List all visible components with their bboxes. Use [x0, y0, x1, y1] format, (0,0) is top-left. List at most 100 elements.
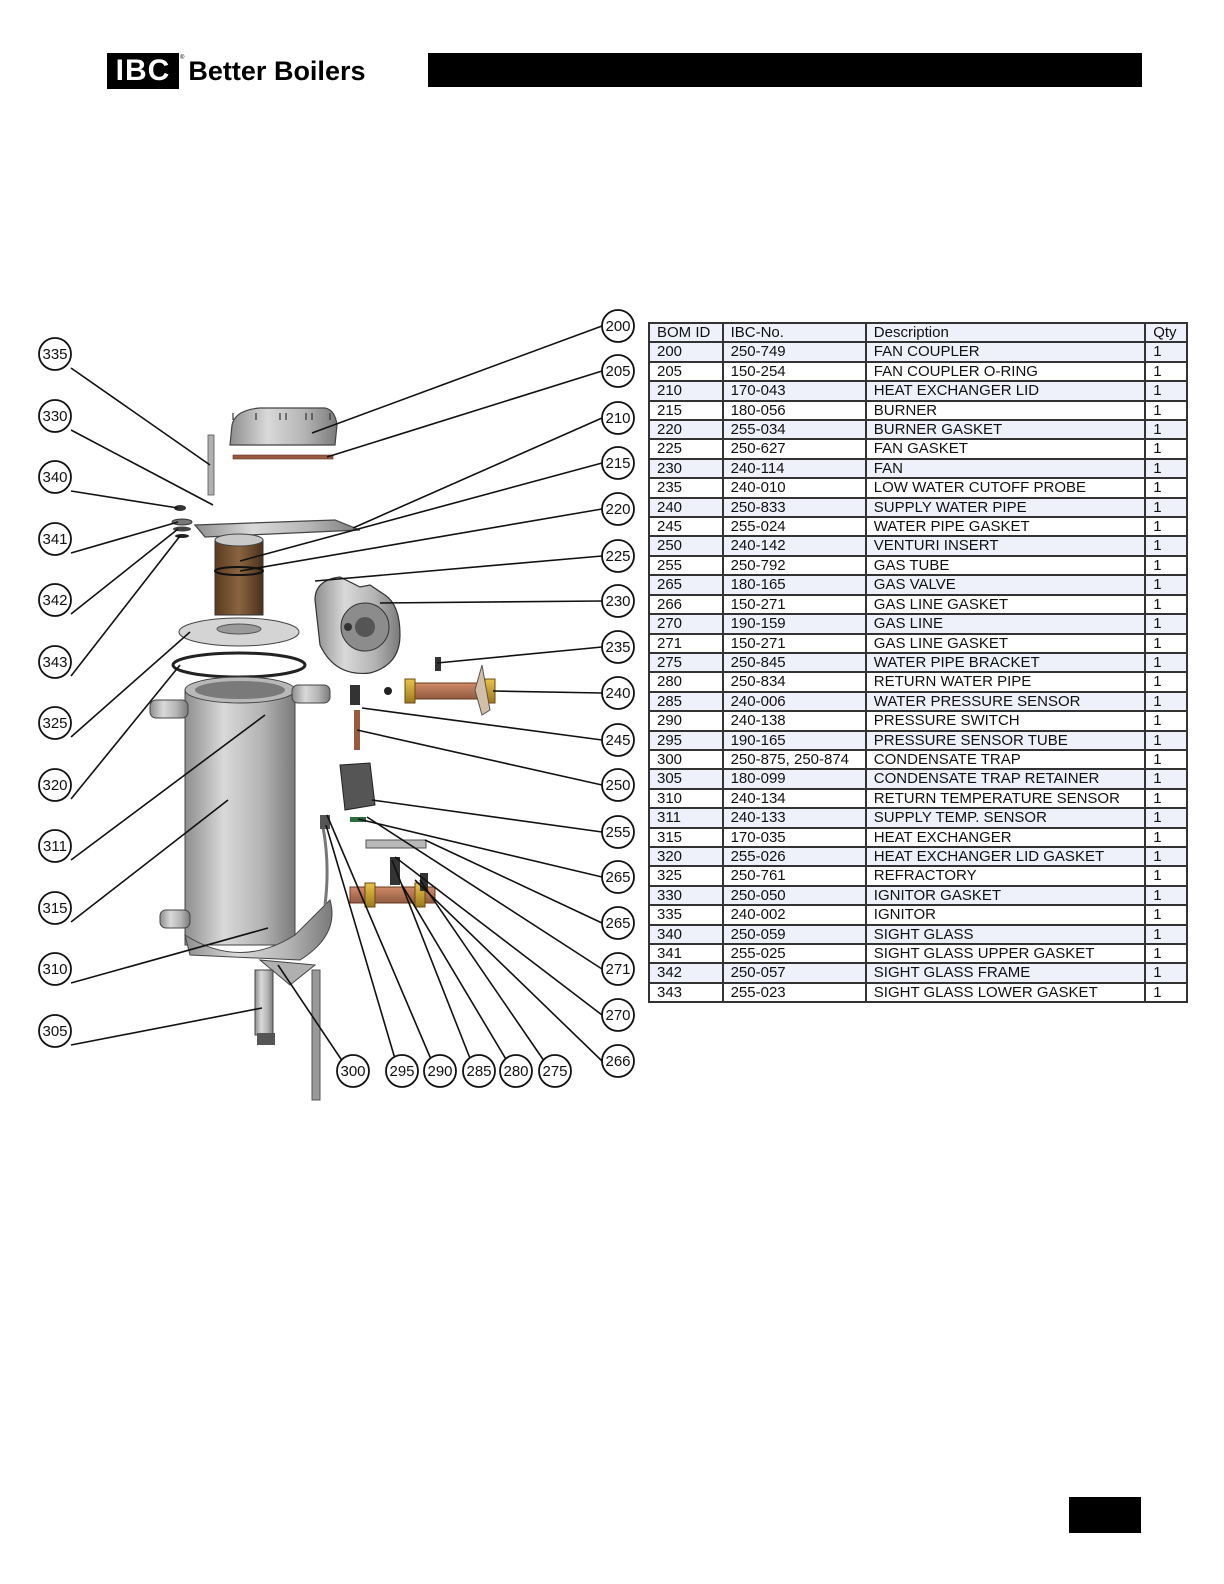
callout-label: 280	[503, 1063, 528, 1080]
callout-label: 265	[605, 915, 630, 932]
callout-label: 240	[605, 685, 630, 702]
ibc-number-cell: 240-010	[721, 477, 867, 499]
description-cell: VENTURI INSERT	[864, 535, 1147, 557]
callout-circle	[601, 676, 635, 710]
parts-drawing	[149, 407, 496, 1101]
qty-cell: 1	[1144, 768, 1188, 790]
qty-cell: 1	[1144, 845, 1188, 868]
description-cell: RETURN TEMPERATURE SENSOR	[864, 787, 1147, 810]
description-cell: WATER PIPE GASKET	[864, 516, 1147, 538]
description-cell: HEAT EXCHANGER LID GASKET	[864, 845, 1147, 868]
qty-cell: 1	[1144, 690, 1188, 713]
qty-cell: 1	[1144, 884, 1188, 907]
callout-circle	[336, 1054, 370, 1088]
qty-cell: 1	[1144, 399, 1188, 422]
bom-id-cell: 240	[648, 496, 724, 519]
page-number-box	[1069, 1497, 1141, 1533]
logo-trademark: ®	[180, 55, 185, 61]
callout-circle	[601, 584, 635, 618]
callout-label: 266	[605, 1053, 630, 1070]
ibc-number-cell: 150-271	[721, 593, 867, 616]
qty-cell: 1	[1144, 904, 1188, 926]
ibc-number-cell: 250-845	[721, 651, 867, 674]
table-header-row: BOM ID IBC-No. Description Qty	[648, 321, 1188, 344]
ibc-number-cell: 180-099	[721, 768, 867, 790]
description-cell: REFRACTORY	[864, 865, 1147, 887]
bom-id-cell: 342	[648, 962, 724, 984]
ibc-number-cell: 250-057	[721, 962, 867, 984]
callout-label: 210	[605, 410, 630, 427]
callout-circle	[38, 706, 72, 740]
description-cell: GAS LINE GASKET	[864, 593, 1147, 616]
callout-circle	[601, 860, 635, 894]
callout-label: 305	[42, 1023, 67, 1040]
qty-cell: 1	[1144, 923, 1188, 946]
bom-id-cell: 235	[648, 477, 724, 499]
qty-cell: 1	[1144, 632, 1188, 654]
qty-cell: 1	[1144, 942, 1188, 965]
bom-id-cell: 280	[648, 671, 724, 693]
callout-circle	[601, 768, 635, 802]
callout-label: 330	[42, 408, 67, 425]
ibc-number-cell: 240-138	[721, 710, 867, 732]
ibc-number-cell: 250-749	[721, 341, 867, 363]
description-cell: BURNER GASKET	[864, 419, 1147, 441]
bom-id-cell: 270	[648, 613, 724, 635]
callout-label: 215	[605, 455, 630, 472]
callout-label: 275	[542, 1063, 567, 1080]
bom-id-cell: 340	[648, 923, 724, 946]
callout-circle	[601, 906, 635, 940]
callout-circle	[38, 583, 72, 617]
ibc-number-cell: 250-875, 250-874	[721, 748, 867, 771]
ibc-number-cell: 255-024	[721, 516, 867, 538]
callout-circle	[38, 829, 72, 863]
callout-circle	[38, 768, 72, 802]
company-logo: IBC ® Better Boilers	[107, 53, 365, 89]
bom-id-cell: 205	[648, 360, 724, 383]
description-cell: WATER PRESSURE SENSOR	[864, 690, 1147, 713]
bom-id-cell: 290	[648, 710, 724, 732]
callout-label: 270	[605, 1007, 630, 1024]
bom-id-cell: 310	[648, 787, 724, 810]
description-cell: IGNITOR	[864, 904, 1147, 926]
callout-label: 225	[605, 548, 630, 565]
ibc-number-cell: 240-114	[721, 457, 867, 480]
leader-lines	[70, 325, 603, 1072]
bom-id-cell: 250	[648, 535, 724, 557]
header-bar	[428, 53, 1142, 87]
callout-circle	[601, 998, 635, 1032]
ibc-number-cell: 150-271	[721, 632, 867, 654]
exploded-parts-diagram: 3353303403413423433253203113153103052002…	[38, 309, 635, 1101]
qty-cell: 1	[1144, 729, 1188, 751]
callout-label: 205	[605, 363, 630, 380]
callout-label: 200	[605, 318, 630, 335]
ibc-number-cell: 250-792	[721, 554, 867, 577]
description-cell: SIGHT GLASS FRAME	[864, 962, 1147, 984]
ibc-number-cell: 170-043	[721, 380, 867, 402]
qty-cell: 1	[1144, 613, 1188, 635]
logo-mark: IBC	[107, 53, 179, 89]
ibc-number-cell: 250-050	[721, 884, 867, 907]
callout-circle	[601, 630, 635, 664]
column-header: Qty	[1144, 321, 1188, 344]
description-cell: GAS LINE	[864, 613, 1147, 635]
description-cell: PRESSURE SENSOR TUBE	[864, 729, 1147, 751]
callout-circle	[601, 539, 635, 573]
ibc-number-cell: 250-627	[721, 438, 867, 460]
ibc-number-cell: 190-165	[721, 729, 867, 751]
callout-label: 335	[42, 346, 67, 363]
qty-cell: 1	[1144, 419, 1188, 441]
description-cell: SIGHT GLASS LOWER GASKET	[864, 981, 1147, 1004]
